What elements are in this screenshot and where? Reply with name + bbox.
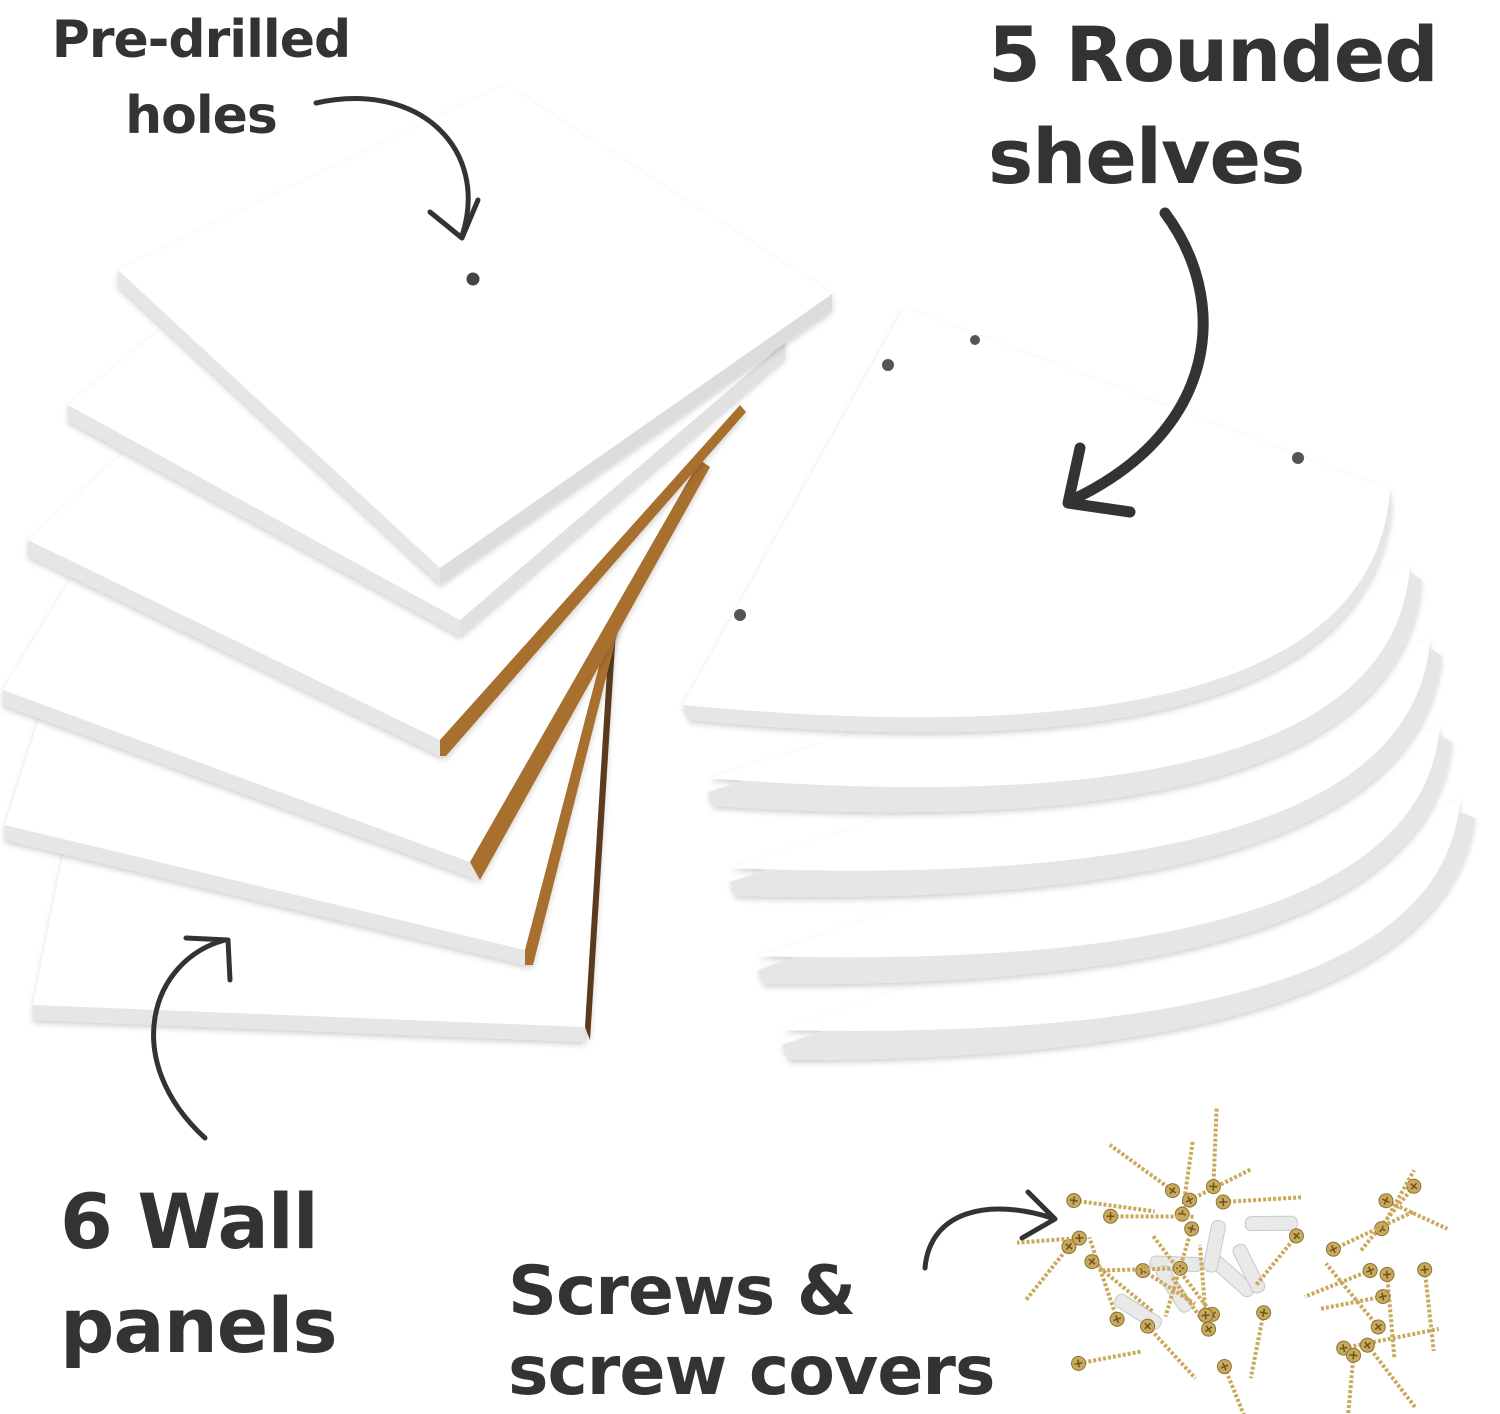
arrow-to-screws (922, 1206, 1055, 1271)
shelf-hole (734, 609, 746, 621)
screw (1140, 1318, 1197, 1380)
rounded-shelf-top (683, 308, 1392, 733)
screw (1174, 1140, 1195, 1222)
screw (1163, 1221, 1200, 1318)
screw (1303, 1263, 1378, 1299)
shelf-hole (970, 335, 980, 345)
arrowhead-shelves (1062, 442, 1136, 518)
rounded-shelves-stack (683, 308, 1475, 1060)
screw (1325, 1209, 1415, 1257)
arrowhead-holes (427, 197, 481, 241)
screw (1216, 1359, 1255, 1414)
screw (1016, 1230, 1087, 1246)
screw (1215, 1194, 1302, 1210)
screw (1324, 1262, 1386, 1335)
screw-cover-plug (1244, 1215, 1298, 1232)
screw (1024, 1239, 1077, 1302)
screws-pile (1016, 1108, 1449, 1414)
shelf-hole (1292, 452, 1304, 464)
screw (1066, 1193, 1155, 1214)
screw (1379, 1266, 1397, 1359)
arrow-to-panels (151, 937, 228, 1141)
label-line: shelves (988, 112, 1305, 201)
arrow-to-shelves (1066, 207, 1209, 506)
label-line: panels (60, 1281, 338, 1370)
screw (1197, 1244, 1214, 1323)
screw-cover-plug (1203, 1219, 1226, 1273)
screw (1359, 1337, 1418, 1410)
screw (1205, 1108, 1221, 1195)
label-screws: Screws & screw covers (508, 1252, 995, 1412)
wall-panels-stack (3, 85, 832, 1042)
screw (1103, 1208, 1196, 1224)
screw (1182, 1167, 1253, 1208)
label-rounded-shelves: 5 Rounded shelves (988, 4, 1439, 208)
screw (1336, 1326, 1440, 1356)
shelf-hole (882, 359, 894, 371)
label-line: 5 Rounded (988, 10, 1439, 99)
label-line: Screws & (508, 1252, 856, 1331)
screw (1378, 1193, 1449, 1231)
arrowhead-screws (1019, 1189, 1058, 1241)
label-line: screw covers (508, 1332, 995, 1411)
label-pre-drilled-holes: Pre-drilled holes (36, 2, 366, 154)
screw (1087, 1236, 1125, 1327)
label-wall-panels: 6 Wall panels (60, 1170, 338, 1378)
label-line: holes (125, 86, 278, 146)
screw (1318, 1289, 1391, 1312)
screw (1254, 1228, 1304, 1286)
screw (1248, 1305, 1272, 1379)
screw (1108, 1143, 1181, 1199)
label-line: 6 Wall (60, 1177, 319, 1266)
screw-cover-plug (1232, 1243, 1266, 1294)
screw (1345, 1347, 1362, 1414)
label-line: Pre-drilled (51, 10, 351, 70)
pre-drilled-hole (466, 272, 480, 286)
wall-panel-top (118, 85, 832, 584)
arrowhead-panels (183, 935, 233, 983)
screw (1071, 1349, 1143, 1371)
arrow-to-holes (313, 96, 471, 239)
screw (1084, 1254, 1155, 1314)
screw (1417, 1262, 1436, 1352)
